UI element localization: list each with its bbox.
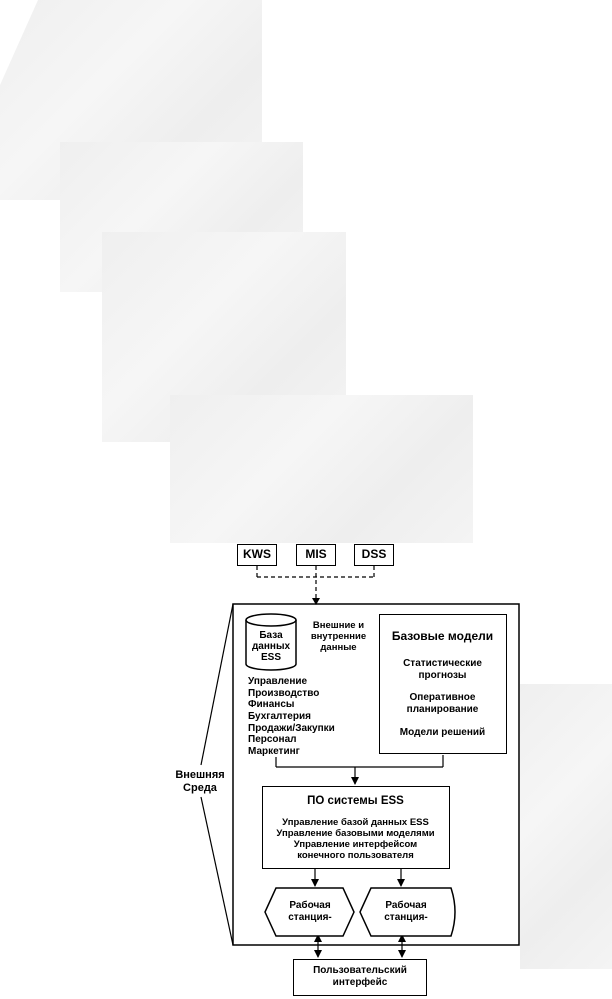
base-models-title: Базовые модели [391, 629, 494, 643]
base-model-item: Статистические прогнозы [403, 658, 482, 681]
system-box-mis: MIS [296, 544, 336, 566]
background-panel [520, 684, 612, 969]
user-interface-box: Пользовательский интерфейс [293, 959, 427, 996]
external-environment-label: Внешняя Среда [175, 769, 225, 794]
ess-software-title: ПО системы ESS [307, 795, 404, 807]
ess-software-functions: Управление базой данных ESS Управление б… [276, 817, 435, 861]
arrow-head [312, 598, 320, 605]
workstation-shape [264, 887, 355, 937]
base-model-item: Оперативное планирование [406, 692, 479, 715]
database-label: База данных ESS [251, 630, 291, 663]
data-sources-label: Внешние и внутренние данные [310, 620, 367, 653]
flow-lines [275, 755, 444, 958]
base-models-box: Базовые модели Статистические прогнозы О… [379, 614, 507, 754]
database-cylinder [245, 613, 297, 671]
ess-frame [232, 603, 520, 946]
dashed-connector [256, 566, 375, 600]
environment-wedge [200, 603, 234, 946]
base-model-item: Модели решений [399, 727, 486, 738]
background-panel [170, 395, 473, 543]
system-box-kws: KWS [237, 544, 277, 566]
workstation-label: Рабочая станция- [384, 900, 428, 923]
workstation-label: Рабочая станция- [288, 900, 332, 923]
departments-list: Управление Производство Финансы Бухгалте… [248, 676, 335, 758]
ess-software-box: ПО системы ESS Управление базой данных E… [262, 786, 450, 869]
workstation-shape [359, 887, 456, 937]
system-box-dss: DSS [354, 544, 394, 566]
